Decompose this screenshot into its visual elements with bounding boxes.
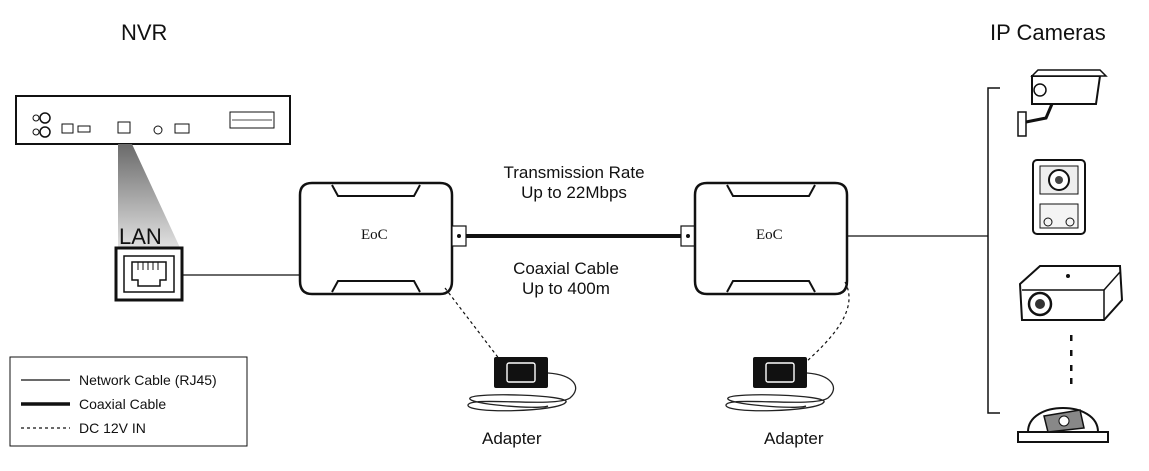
lan-port-icon bbox=[114, 246, 184, 302]
transmission-rate-line1: Transmission Rate bbox=[503, 163, 645, 182]
dome-camera-icon bbox=[1017, 407, 1109, 443]
legend-dc-label: DC 12V IN bbox=[79, 420, 146, 436]
adapter-icon-left bbox=[467, 357, 577, 412]
dc-line-right bbox=[805, 281, 850, 363]
adapter-icon-right bbox=[725, 357, 834, 412]
adapter-label-right: Adapter bbox=[764, 429, 824, 448]
legend-box bbox=[9, 356, 248, 447]
legend-coaxial-label: Coaxial Cable bbox=[79, 396, 167, 412]
coaxial-length-line1: Coaxial Cable bbox=[513, 259, 619, 278]
nvr-title: NVR bbox=[121, 20, 168, 45]
lan-label: LAN bbox=[119, 224, 162, 249]
transmission-rate-line2: Up to 22Mbps bbox=[521, 183, 627, 202]
camera-bracket bbox=[987, 87, 1000, 414]
box-camera-icon bbox=[1032, 159, 1086, 235]
bullet-camera-icon bbox=[1017, 69, 1108, 137]
coaxial-length-line2: Up to 400m bbox=[522, 279, 610, 298]
more-cameras-dots bbox=[1070, 335, 1073, 384]
eoc-box-right bbox=[680, 181, 849, 296]
legend-network-label: Network Cable (RJ45) bbox=[79, 372, 217, 388]
eoc-label-right: EoC bbox=[756, 227, 783, 243]
eoc-label-left: EoC bbox=[361, 227, 388, 243]
nvr-device bbox=[15, 95, 291, 145]
adapter-label-left: Adapter bbox=[482, 429, 542, 448]
zoom-beam bbox=[118, 144, 182, 252]
ip-cameras-title: IP Cameras bbox=[990, 20, 1106, 45]
eoc-box-left bbox=[298, 181, 467, 296]
dc-line-left bbox=[444, 287, 501, 361]
transmission-rate-label: Transmission Rate Up to 22Mbps bbox=[492, 163, 656, 203]
mini-camera-icon bbox=[1018, 265, 1124, 321]
coaxial-length-label: Coaxial Cable Up to 400m bbox=[494, 259, 638, 299]
